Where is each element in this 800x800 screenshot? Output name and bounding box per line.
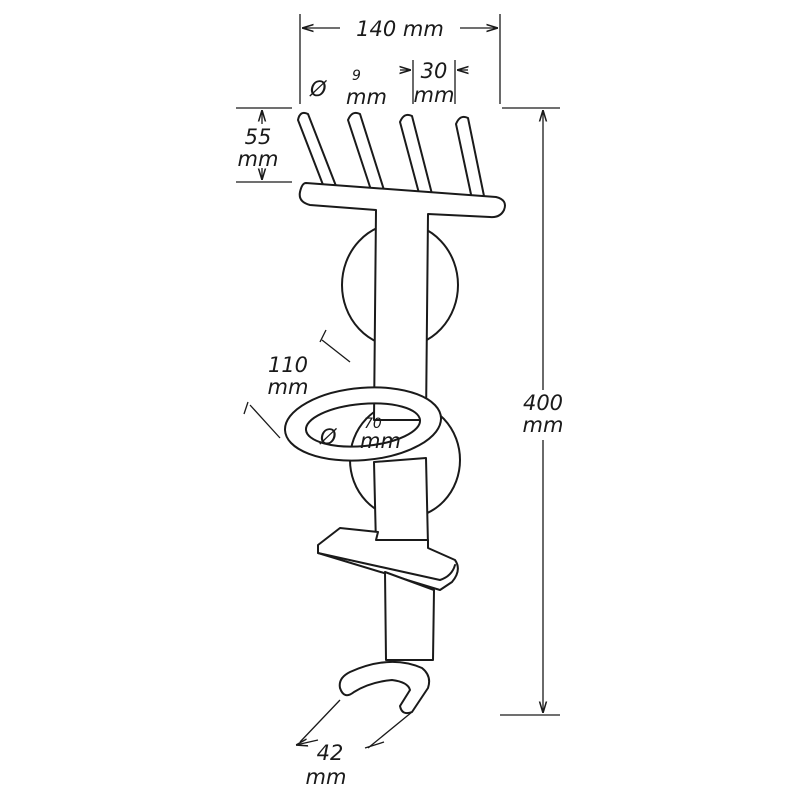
hook-width-unit: mm (306, 765, 347, 789)
diameter-symbol: Ø (309, 77, 327, 101)
width-value: 140 (356, 17, 396, 41)
width-unit: mm (403, 17, 444, 41)
dimension-width: 140 mm (299, 14, 501, 104)
height-unit: mm (523, 413, 564, 437)
prong-spacing-value: 30 (421, 59, 448, 83)
ring-offset-value: 110 (268, 353, 308, 377)
ring-diameter-unit: mm (360, 429, 401, 453)
dimension-hook-width: 42 mm (296, 699, 413, 789)
dimension-prong-length: 55 mm (236, 107, 292, 183)
prong-diameter-value: 9 (352, 68, 361, 84)
height-value: 400 (523, 391, 563, 415)
dimension-prong-diameter: Ø 9 mm (309, 68, 387, 109)
prong-length-value: 55 (245, 125, 272, 149)
ring-offset-unit: mm (268, 375, 309, 399)
svg-text:140 mm: 140 mm (356, 17, 444, 41)
dimension-height: 400 mm (500, 107, 564, 716)
ring-diameter-symbol: Ø (319, 425, 337, 449)
dimension-ring-diameter: Ø 70 mm (319, 416, 401, 453)
prong-spacing-unit: mm (414, 83, 455, 107)
dimension-ring-offset: 110 mm (243, 329, 351, 439)
holder-body (283, 111, 506, 715)
hook-width-value: 42 (317, 741, 344, 765)
dimension-prong-spacing: 30 mm (400, 59, 468, 107)
ring-diameter-value: 70 (364, 416, 382, 432)
prong-length-unit: mm (238, 147, 279, 171)
prong-diameter-unit: mm (346, 85, 387, 109)
